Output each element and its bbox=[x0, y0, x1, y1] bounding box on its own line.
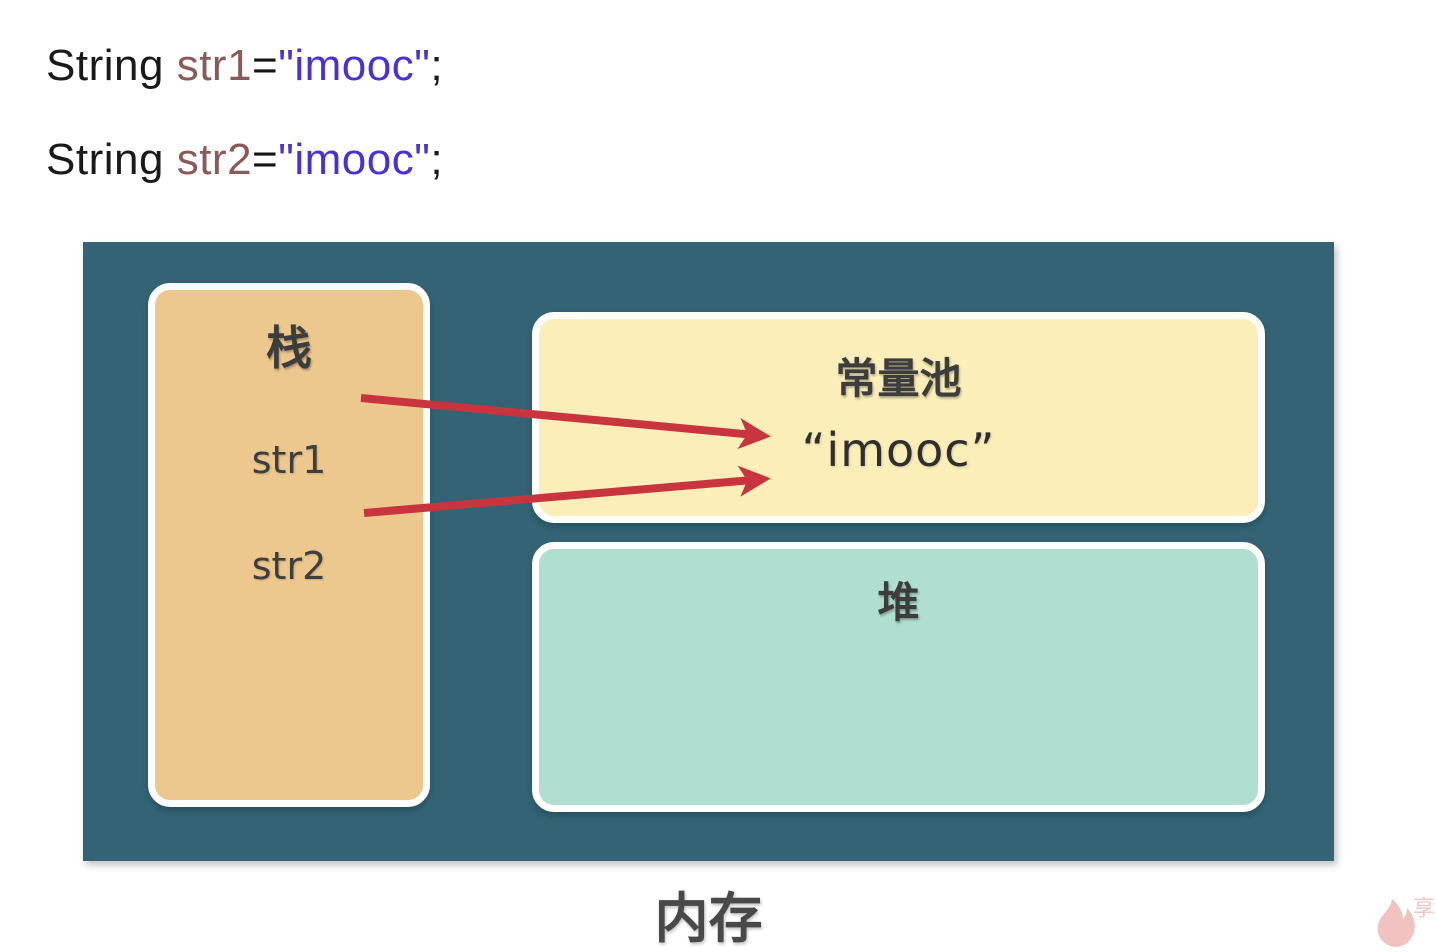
watermark: 享 bbox=[1370, 892, 1436, 952]
constant-pool-value: “imooc” bbox=[801, 423, 996, 477]
code-semicolon: ; bbox=[430, 41, 444, 90]
constant-pool-box: 常量池 “imooc” bbox=[532, 312, 1265, 523]
memory-caption: 内存 bbox=[654, 887, 763, 950]
code-line-2: String str2="imooc"; bbox=[46, 138, 443, 182]
code-line-1: String str1="imooc"; bbox=[46, 44, 443, 88]
code-keyword-string: String bbox=[46, 41, 164, 90]
watermark-label: 享 bbox=[1408, 896, 1434, 919]
code-variable-str2: str2 bbox=[176, 135, 253, 184]
code-keyword-string: String bbox=[46, 135, 164, 184]
code-semicolon: ; bbox=[430, 135, 444, 184]
stack-slot-str2: str2 bbox=[251, 544, 327, 588]
constant-pool-title: 常量池 bbox=[835, 354, 962, 403]
code-operator-assign: = bbox=[252, 41, 279, 90]
stack-title: 栈 bbox=[266, 321, 312, 375]
code-string-literal: "imooc" bbox=[278, 135, 431, 184]
stack-box: 栈 str1 str2 bbox=[148, 283, 430, 807]
code-variable-str1: str1 bbox=[176, 41, 253, 90]
stack-slot-str1: str1 bbox=[251, 438, 327, 482]
code-operator-assign: = bbox=[252, 135, 279, 184]
heap-title: 堆 bbox=[877, 578, 920, 627]
flame-icon bbox=[1377, 899, 1415, 947]
heap-box: 堆 bbox=[532, 542, 1265, 812]
code-string-literal: "imooc" bbox=[278, 41, 431, 90]
memory-container: 栈 str1 str2 常量池 “imooc” 堆 bbox=[83, 242, 1334, 861]
